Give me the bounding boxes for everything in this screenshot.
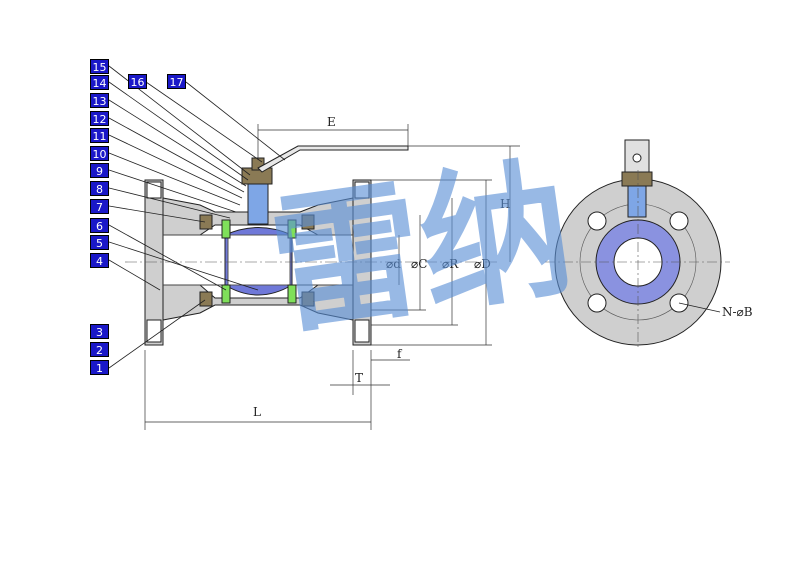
right-flange — [352, 179, 372, 346]
callout-14: 14 — [90, 75, 109, 90]
bolt-hole-tl — [587, 211, 607, 231]
leader-lines — [108, 65, 286, 369]
handle-lever — [257, 145, 409, 173]
bolt-upper-left — [199, 214, 213, 230]
seat-lower-right — [287, 284, 297, 304]
callout-9: 9 — [90, 163, 109, 178]
section-view — [144, 145, 409, 346]
callout-1: 1 — [90, 360, 109, 375]
callout-13: 13 — [90, 93, 109, 108]
callout-11: 11 — [90, 128, 109, 143]
dim-E: E — [327, 115, 336, 129]
seat-upper-left — [221, 219, 231, 239]
callout-3: 3 — [90, 324, 109, 339]
dim-C: ⌀C — [411, 257, 427, 271]
callout-12: 12 — [90, 111, 109, 126]
callout-2: 2 — [90, 342, 109, 357]
dim-T: T — [355, 371, 363, 385]
callout-6: 6 — [90, 218, 109, 233]
callout-5: 5 — [90, 235, 109, 250]
callout-7: 7 — [90, 199, 109, 214]
bolt-lower-left — [199, 291, 213, 307]
dimension-lines — [144, 124, 520, 430]
callout-4: 4 — [90, 253, 109, 268]
dim-R: ⌀R — [442, 257, 459, 271]
dim-H: H — [500, 197, 510, 211]
dim-NB: N-⌀B — [722, 305, 753, 319]
watermark: 雷纳 — [261, 142, 582, 356]
callout-15: 15 — [90, 59, 109, 74]
ball-bore — [227, 234, 291, 286]
body-lower — [162, 284, 354, 321]
callout-17: 17 — [167, 74, 186, 89]
dim-D: ⌀D — [474, 257, 491, 271]
callout-10: 10 — [90, 146, 109, 161]
end-gland-nut — [621, 171, 653, 187]
bolt-lower-right — [301, 291, 315, 307]
callout-16: 16 — [128, 74, 147, 89]
seat-lower-left — [221, 284, 231, 304]
dim-d: ⌀d — [386, 257, 401, 271]
bolt-hole-tr — [669, 211, 689, 231]
left-flange — [144, 179, 164, 346]
dim-f: f — [397, 347, 403, 361]
dim-L: L — [253, 405, 261, 419]
seat-upper-right — [287, 219, 297, 239]
bolt-upper-right — [301, 214, 315, 230]
end-view — [545, 139, 730, 350]
bolt-hole-bl — [587, 293, 607, 313]
callout-8: 8 — [90, 181, 109, 196]
